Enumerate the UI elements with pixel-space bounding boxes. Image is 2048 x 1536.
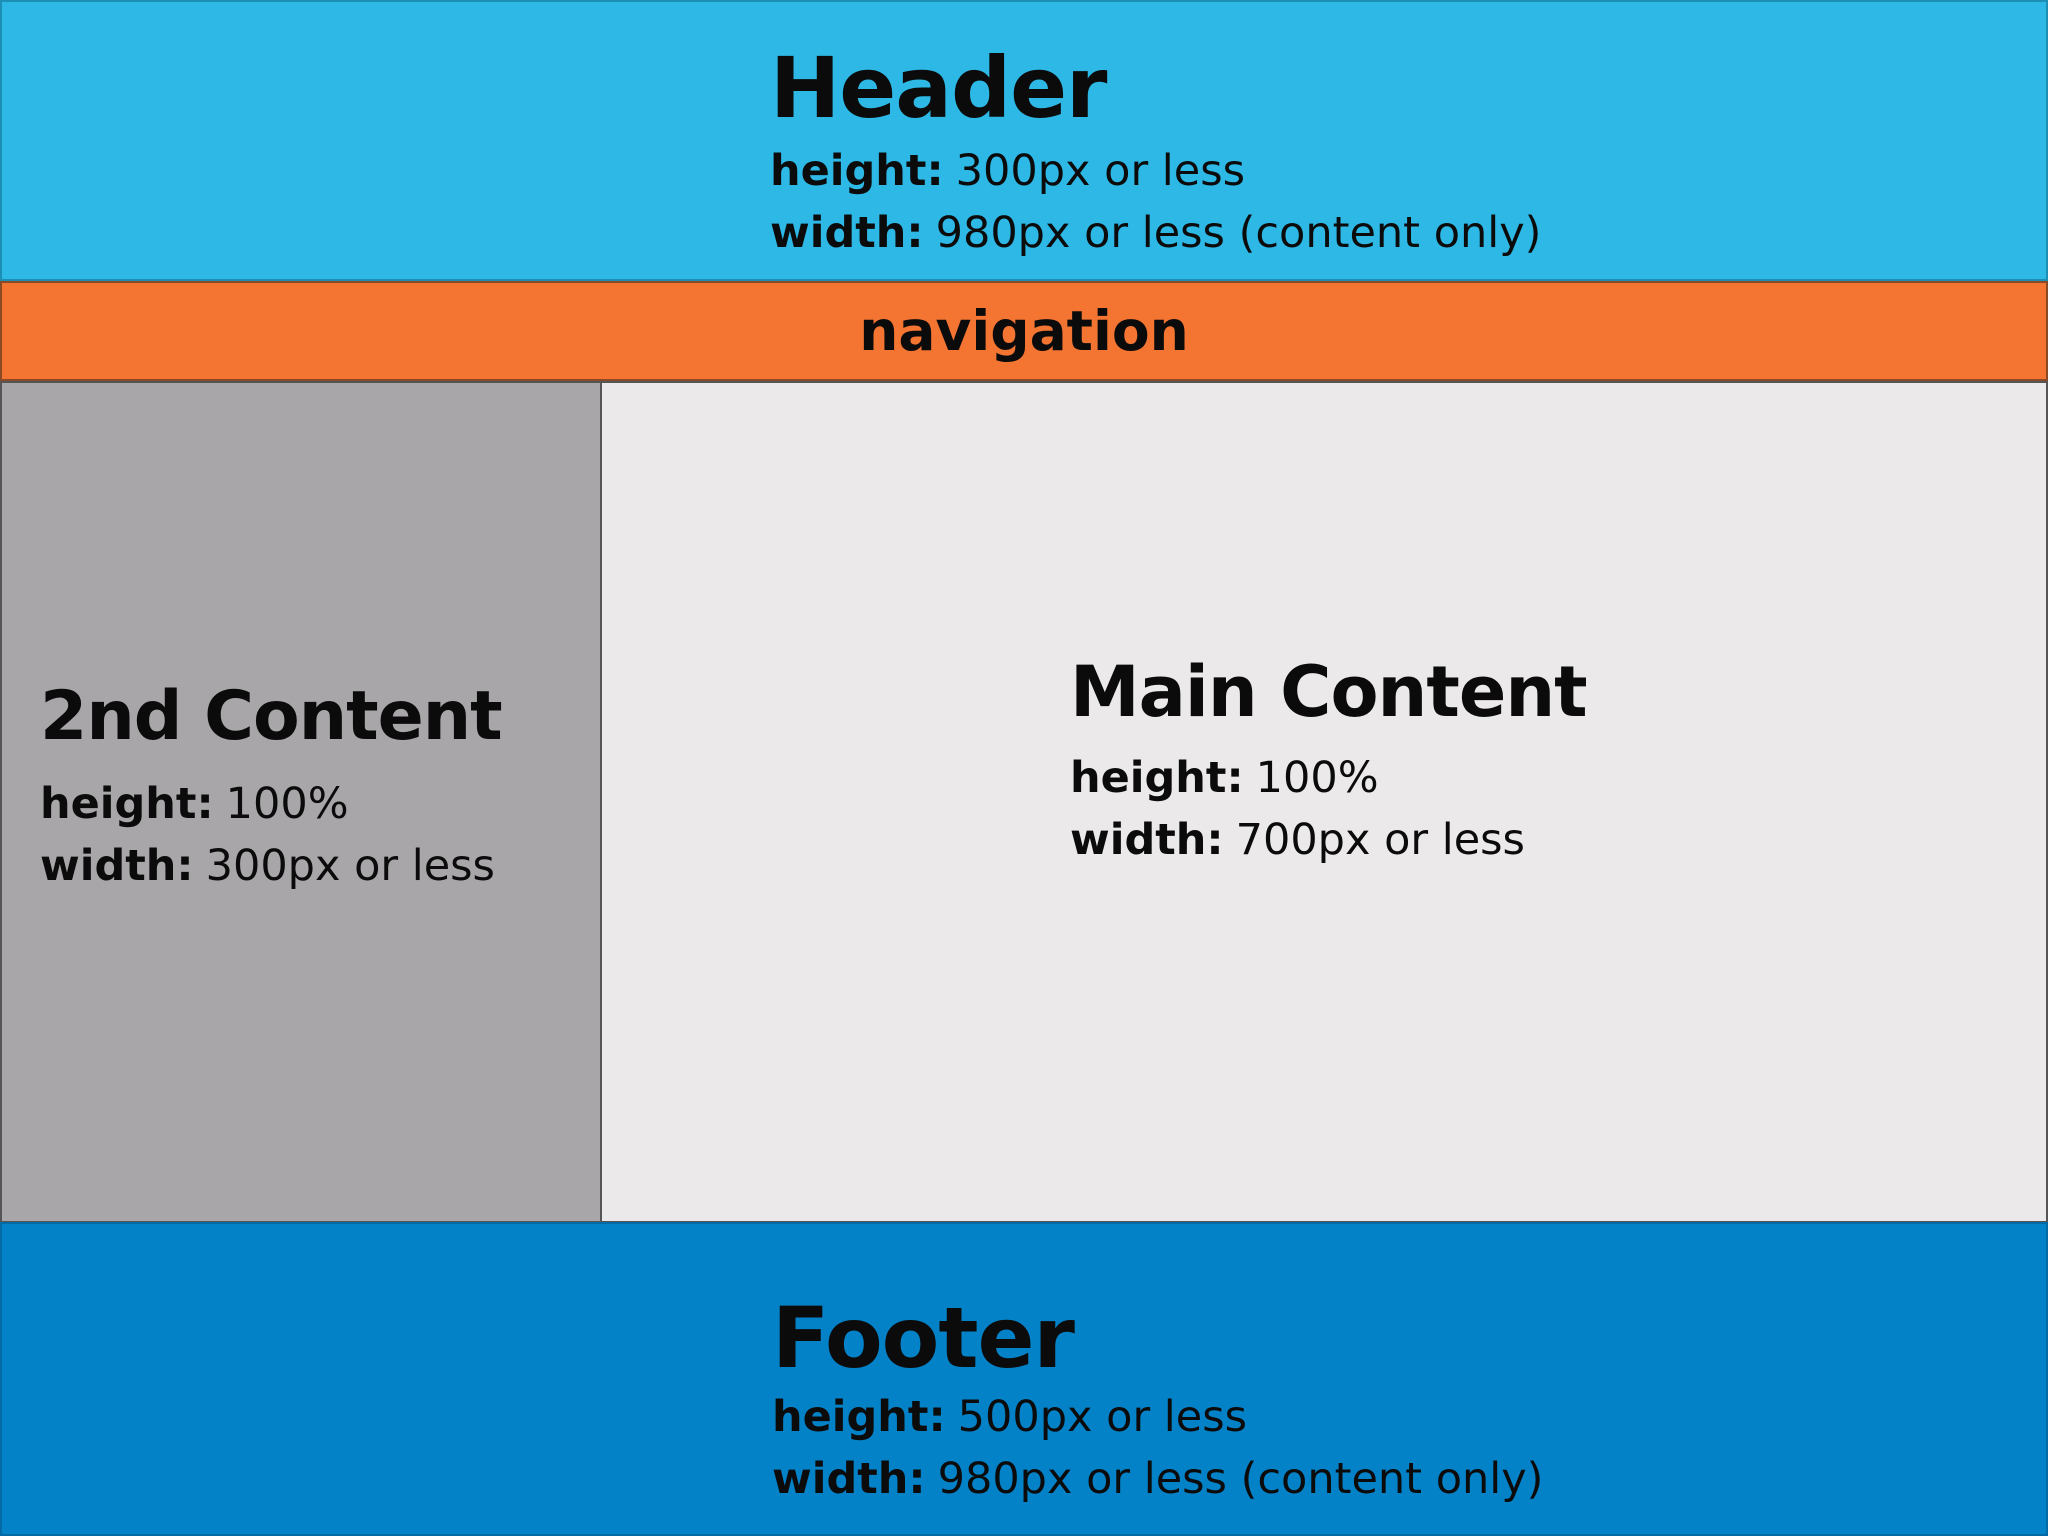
header-width-spec: width:980px or less (content only) — [770, 202, 1541, 264]
main-height-spec: height:100% — [1070, 747, 1587, 809]
spec-label: height: — [772, 1392, 946, 1442]
secondary-content-title: 2nd Content — [40, 677, 503, 756]
spec-value: 500px or less — [957, 1392, 1248, 1442]
header-height-spec: height:300px or less — [770, 140, 1541, 202]
spec-value: 700px or less — [1235, 815, 1525, 865]
main-content-region: Main Content height:100% width:700px or … — [600, 381, 2048, 1223]
navigation-region: navigation — [0, 281, 2048, 381]
spec-label: width: — [770, 208, 924, 258]
footer-height-spec: height:500px or less — [772, 1386, 1543, 1448]
header-title: Header — [770, 39, 1107, 137]
spec-value: 100% — [225, 779, 349, 829]
main-width-spec: width:700px or less — [1070, 809, 1587, 871]
footer-title: Footer — [772, 1289, 1075, 1387]
header-block: Header height:300px or less width:980px … — [770, 46, 1541, 264]
spec-value: 300px or less — [955, 146, 1246, 196]
spec-label: width: — [40, 841, 194, 891]
spec-label: width: — [1070, 815, 1224, 865]
spec-label: height: — [770, 146, 944, 196]
footer-block: Footer height:500px or less width:980px … — [772, 1296, 1543, 1510]
secondary-width-spec: width:300px or less — [40, 835, 502, 897]
spec-label: height: — [40, 779, 214, 829]
spec-value: 980px or less (content only) — [935, 208, 1542, 258]
secondary-content-block: 2nd Content height:100% width:300px or l… — [40, 677, 503, 897]
secondary-content-region: 2nd Content height:100% width:300px or l… — [0, 381, 602, 1223]
main-content-title: Main Content — [1070, 651, 1588, 733]
secondary-height-spec: height:100% — [40, 773, 502, 835]
navigation-title: navigation — [859, 299, 1189, 363]
spec-value: 300px or less — [205, 841, 495, 891]
footer-region: Footer height:500px or less width:980px … — [0, 1222, 2048, 1536]
spec-value: 100% — [1255, 753, 1379, 803]
header-region: Header height:300px or less width:980px … — [0, 0, 2048, 281]
main-content-block: Main Content height:100% width:700px or … — [1070, 651, 1588, 871]
footer-width-spec: width:980px or less (content only) — [772, 1448, 1543, 1510]
spec-label: width: — [772, 1454, 926, 1504]
spec-label: height: — [1070, 753, 1244, 803]
spec-value: 980px or less (content only) — [937, 1454, 1544, 1504]
